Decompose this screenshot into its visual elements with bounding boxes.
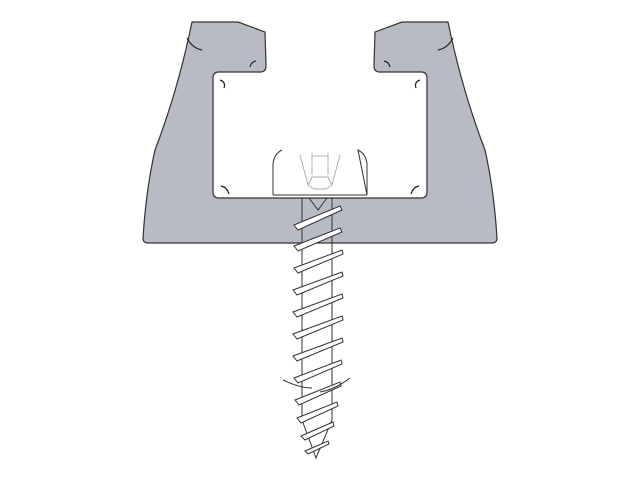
rail-profile [142,21,498,244]
screw [282,197,351,460]
screw-head [272,149,368,196]
